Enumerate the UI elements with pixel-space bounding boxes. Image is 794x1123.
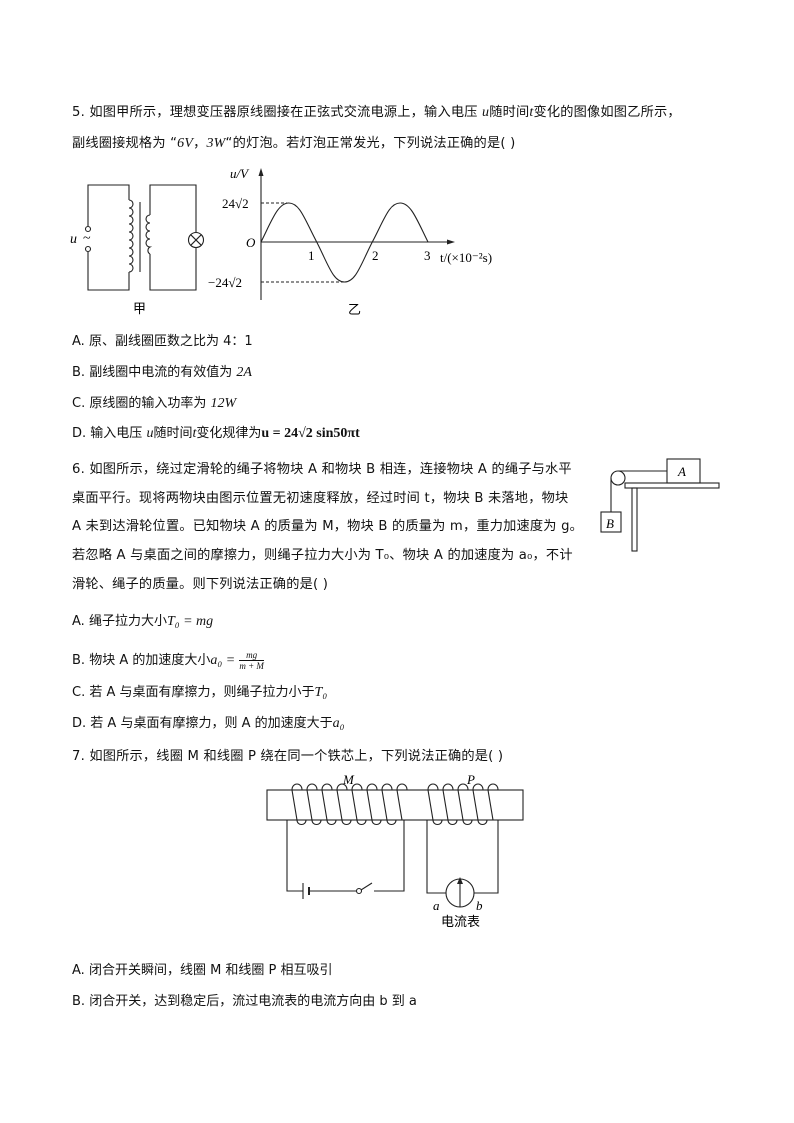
ammeter-caption: 电流表 xyxy=(441,914,480,929)
q6-option-d[interactable]: D. 若 A 与桌面有摩擦力，则 A 的加速度大于a₀ xyxy=(72,715,345,733)
var-u: u xyxy=(146,426,154,441)
option-key: B. xyxy=(72,653,86,668)
option-text: 变化规律为 xyxy=(196,426,262,441)
option-formula: u = 24√2 sin50πt xyxy=(261,426,360,441)
y-axis-label: u/V xyxy=(230,166,250,181)
block-a-label: A xyxy=(677,464,686,479)
option-text: 原线圈的输入功率为 xyxy=(89,396,211,411)
q6-stem-line2: 桌面平行。现将两物块由图示位置无初速度释放，经过时间 t，物块 B 未落地，物块 xyxy=(72,491,569,506)
text: 变化的图像如图乙所示， xyxy=(533,105,681,120)
option-text: 若 A 与桌面有摩擦力，则 A 的加速度大于 xyxy=(90,716,333,731)
option-key: B. xyxy=(72,365,86,380)
q5-option-b[interactable]: B. 副线圈中电流的有效值为 2A xyxy=(72,364,252,382)
origin-label: O xyxy=(246,235,256,250)
q5-stem-line2: 副线圈接规格为 “6V，3W“的灯泡。若灯泡正常发光，下列说法正确的是( ) xyxy=(72,135,515,153)
fraction-denominator: m + M xyxy=(239,661,264,671)
q6-option-c[interactable]: C. 若 A 与桌面有摩擦力，则绳子拉力小于T₀ xyxy=(72,684,327,702)
option-key: B. xyxy=(72,994,86,1009)
text: “的灯泡。若灯泡正常发光，下列说法正确的是( ) xyxy=(225,136,516,151)
text: 副线圈接规格为 “ xyxy=(72,136,178,151)
fraction-numerator: mg xyxy=(239,650,264,661)
x-tick-1: 1 xyxy=(308,248,315,263)
x-tick-3: 3 xyxy=(424,248,431,263)
block-b-label: B xyxy=(606,516,614,531)
option-formula: T₀ = mg xyxy=(166,614,214,629)
option-text: 随时间 xyxy=(153,426,193,441)
text: 5. 如图甲所示，理想变压器原线圈接在正弦式交流电源上，输入电压 xyxy=(72,105,483,120)
x-tick-2: 2 xyxy=(372,248,379,263)
label-u: u xyxy=(70,232,77,247)
option-text: 若 A 与桌面有摩擦力，则绳子拉力小于 xyxy=(89,685,315,700)
q6-stem-line1: 6. 如图所示，绕过定滑轮的绳子将物块 A 和物块 B 相连，连接物块 A 的绳… xyxy=(72,462,572,477)
option-key: A. xyxy=(72,963,85,978)
option-formula: T₀ xyxy=(314,685,328,700)
option-key: A. xyxy=(72,614,85,629)
spec-power: 3W xyxy=(206,136,226,151)
option-formula: a₀ xyxy=(332,716,345,731)
option-formula: a₀ = xyxy=(210,653,236,668)
option-key: C. xyxy=(72,396,86,411)
q6-stem-line3: A 未到达滑轮位置。已知物块 A 的质量为 M，物块 B 的质量为 m，重力加速… xyxy=(72,519,584,534)
coil-m-label: M xyxy=(342,772,355,787)
option-text: 绳子拉力大小 xyxy=(88,614,167,629)
text: ， xyxy=(193,136,207,151)
q5-stem-line1: 5. 如图甲所示，理想变压器原线圈接在正弦式交流电源上，输入电压 u随时间t变化… xyxy=(72,104,681,122)
ac-source-icon: ~ xyxy=(83,231,91,246)
figure-caption-yi: 乙 xyxy=(348,302,361,317)
option-key: D. xyxy=(72,716,87,731)
terminal-b-label: b xyxy=(476,898,483,913)
option-text: 副线圈中电流的有效值为 xyxy=(89,365,237,380)
var-u: u xyxy=(482,105,490,120)
voltage-time-graph: u/V 24√2 O −24√2 1 2 3 t/(×10⁻²s) 乙 xyxy=(208,166,492,317)
q6-option-a[interactable]: A. 绳子拉力大小T₀ = mg xyxy=(72,613,213,631)
q5-option-c[interactable]: C. 原线圈的输入功率为 12W xyxy=(72,395,236,413)
q7-stem: 7. 如图所示，线圈 M 和线圈 P 绕在同一个铁芯上，下列说法正确的是( ) xyxy=(72,749,504,764)
q5-option-d[interactable]: D. 输入电压 u随时间t变化规律为u = 24√2 sin50πt xyxy=(72,425,360,443)
pulley-diagram: A B xyxy=(600,458,720,552)
q7-option-b[interactable]: B. 闭合开关，达到稳定后，流过电流表的电流方向由 b 到 a xyxy=(72,993,417,1011)
figure-caption-jia: 甲 xyxy=(133,301,146,316)
q5-option-a[interactable]: A. 原、副线圈匝数之比为 4：1 xyxy=(72,333,253,351)
option-text: 闭合开关瞬间，线圈 M 和线圈 P 相互吸引 xyxy=(88,963,333,978)
option-math: 2A xyxy=(236,365,252,380)
q6-stem-line4: 若忽略 A 与桌面之间的摩擦力，则绳子拉力大小为 T₀、物块 A 的加速度为 a… xyxy=(72,548,573,563)
option-math: 12W xyxy=(210,396,237,411)
option-key: A. xyxy=(72,334,85,349)
q7-option-a[interactable]: A. 闭合开关瞬间，线圈 M 和线圈 P 相互吸引 xyxy=(72,962,333,980)
option-key: D. xyxy=(72,426,87,441)
option-text: 输入电压 xyxy=(90,426,147,441)
transformer-diagram: u ~ 甲 xyxy=(70,184,205,316)
option-text: 闭合开关，达到稳定后，流过电流表的电流方向由 b 到 a xyxy=(89,994,417,1009)
coil-p-label: P xyxy=(466,772,475,787)
y-tick-negative: −24√2 xyxy=(208,275,242,290)
var-t: t xyxy=(529,105,534,120)
y-tick-positive: 24√2 xyxy=(222,196,249,211)
terminal-a-label: a xyxy=(433,898,440,913)
var-t: t xyxy=(192,426,197,441)
x-axis-label: t/(×10⁻²s) xyxy=(440,250,492,265)
coil-circuit-diagram: M P a b 电流表 xyxy=(266,772,524,929)
option-text: 原、副线圈匝数之比为 4：1 xyxy=(88,334,253,349)
option-text: 物块 A 的加速度大小 xyxy=(89,653,211,668)
q6-stem-line5: 滑轮、绳子的质量。则下列说法正确的是( ) xyxy=(72,577,329,592)
text: 随时间 xyxy=(489,105,530,120)
option-key: C. xyxy=(72,685,86,700)
spec-voltage: 6V xyxy=(177,136,194,151)
